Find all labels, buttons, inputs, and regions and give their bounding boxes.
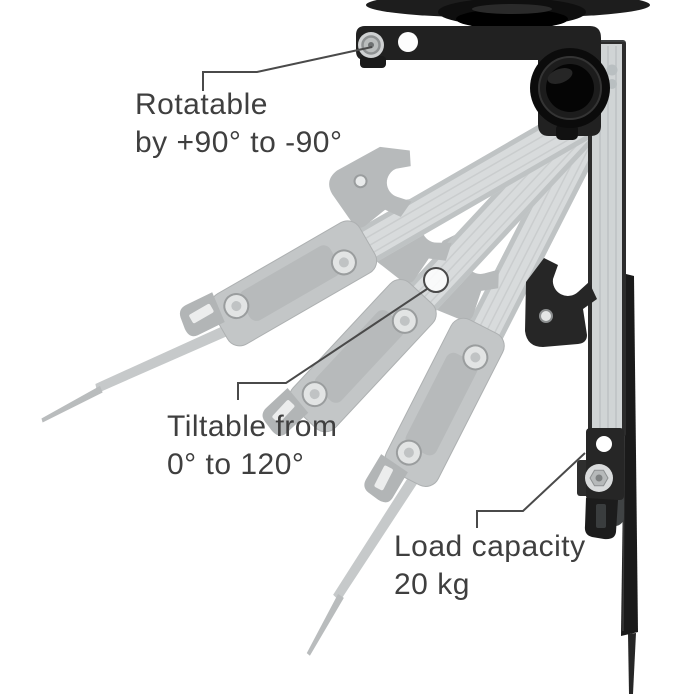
- leader-line-tilt: [237, 288, 428, 400]
- arm-hole: [398, 32, 418, 52]
- callout-load: Load capacity 20 kg: [394, 528, 586, 604]
- callout-tilt: Tiltable from 0° to 120°: [167, 408, 337, 484]
- rail-pin-upper: [606, 64, 618, 76]
- load-label-line2: 20 kg: [394, 568, 470, 601]
- tilt-label-line2: 0° to 120°: [167, 448, 305, 481]
- rotation-label-line1: Rotatable: [135, 88, 268, 121]
- tilt-target-circle: [423, 267, 449, 293]
- tv-plate-rod: [628, 633, 636, 694]
- bracket-hole: [596, 436, 612, 452]
- ceiling-plate: [366, 0, 650, 29]
- tilt-hinge-knob: [530, 48, 610, 140]
- carriage-bracket: [577, 428, 624, 540]
- rotation-label-line2: by +90° to -90°: [135, 126, 343, 159]
- hook-bracket: [525, 258, 597, 347]
- callout-rotation: Rotatable by +90° to -90°: [135, 86, 342, 162]
- tilt-label-line1: Tiltable from: [167, 410, 338, 443]
- leader-line-load: [476, 452, 586, 528]
- leader-line-rotation: [202, 46, 373, 91]
- load-label-line1: Load capacity: [394, 530, 586, 563]
